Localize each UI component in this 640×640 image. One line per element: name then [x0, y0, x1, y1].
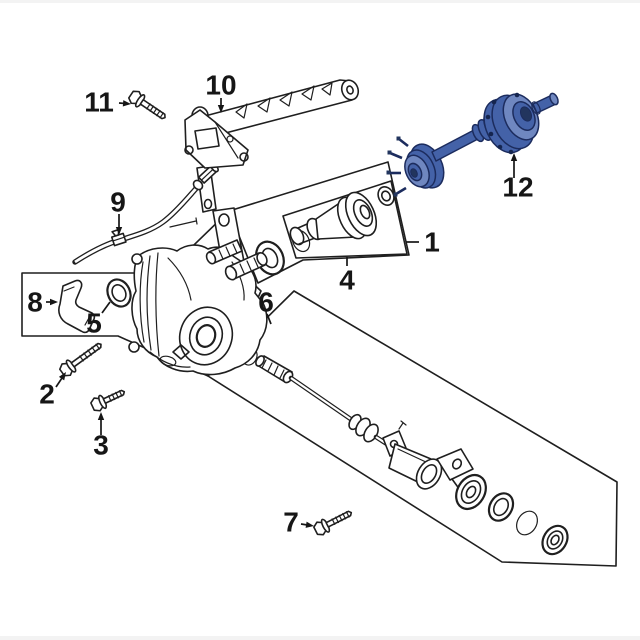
tube-bracket-rod: [169, 217, 198, 228]
callout-arrowhead-3: [97, 412, 105, 420]
axle-shaft-highlighted: [386, 92, 559, 197]
support-bracket: [436, 448, 474, 481]
coupling-flange: [289, 191, 378, 246]
bolt-3: [90, 389, 126, 412]
callout-arrowhead-10: [217, 105, 225, 113]
bolt-11: [127, 90, 166, 120]
callout-5: 5: [86, 308, 102, 339]
callout-arrowhead-7: [305, 521, 314, 528]
carrier-seal: [106, 278, 132, 308]
callout-12: 12: [502, 172, 533, 203]
differential-carrier: [128, 165, 268, 376]
o-ring: [516, 510, 538, 536]
callout-4: 4: [339, 265, 355, 296]
bolt-2: [58, 342, 102, 377]
callout-6: 6: [258, 287, 274, 318]
callout-7: 7: [283, 507, 299, 538]
callout-2: 2: [39, 379, 55, 410]
axle-shaft: [431, 129, 479, 162]
box-4-outline: [282, 180, 408, 259]
callout-9: 9: [110, 187, 126, 218]
callout-3: 3: [93, 430, 109, 461]
carrier-bore: [178, 306, 234, 366]
callout-arrowhead-9: [115, 227, 123, 235]
flange-studs: [386, 136, 409, 197]
callout-arrowhead-12: [510, 153, 518, 161]
housing-bolts: [485, 92, 520, 155]
arm-cutouts: [235, 82, 333, 119]
box-6-outline: [207, 290, 618, 567]
callout-arrowhead-8: [50, 298, 58, 306]
tube-clip: [110, 228, 127, 247]
support-bracket-assembly: [184, 79, 360, 169]
callout-leader-6: [266, 313, 272, 325]
vent-elbow: [58, 279, 96, 334]
scan-band-top: [0, 0, 640, 3]
callout-arrowhead-11: [122, 100, 131, 107]
bolt-7: [313, 510, 353, 536]
splined-stub: [255, 355, 294, 384]
breather-tube: [72, 163, 219, 265]
bearing-housing: [388, 443, 474, 491]
callout-8: 8: [27, 287, 43, 318]
callout-leader-5: [101, 301, 111, 314]
callout-11: 11: [84, 87, 114, 118]
carrier-diamond-port: [172, 344, 190, 360]
callout-10: 10: [205, 70, 236, 101]
bearing: [541, 524, 569, 556]
pinion-splines: [205, 239, 268, 281]
intermediate-shaft-assembly: [222, 332, 569, 556]
output-seal: [487, 492, 515, 522]
tube-fitting: [197, 163, 219, 184]
callout-arrowhead-2: [58, 372, 66, 381]
shaft: [290, 377, 353, 421]
callout-1: 1: [424, 227, 440, 258]
scan-band-bottom: [0, 636, 640, 640]
flange-nut: [377, 186, 395, 206]
coupling-flange-kit: [255, 186, 395, 276]
